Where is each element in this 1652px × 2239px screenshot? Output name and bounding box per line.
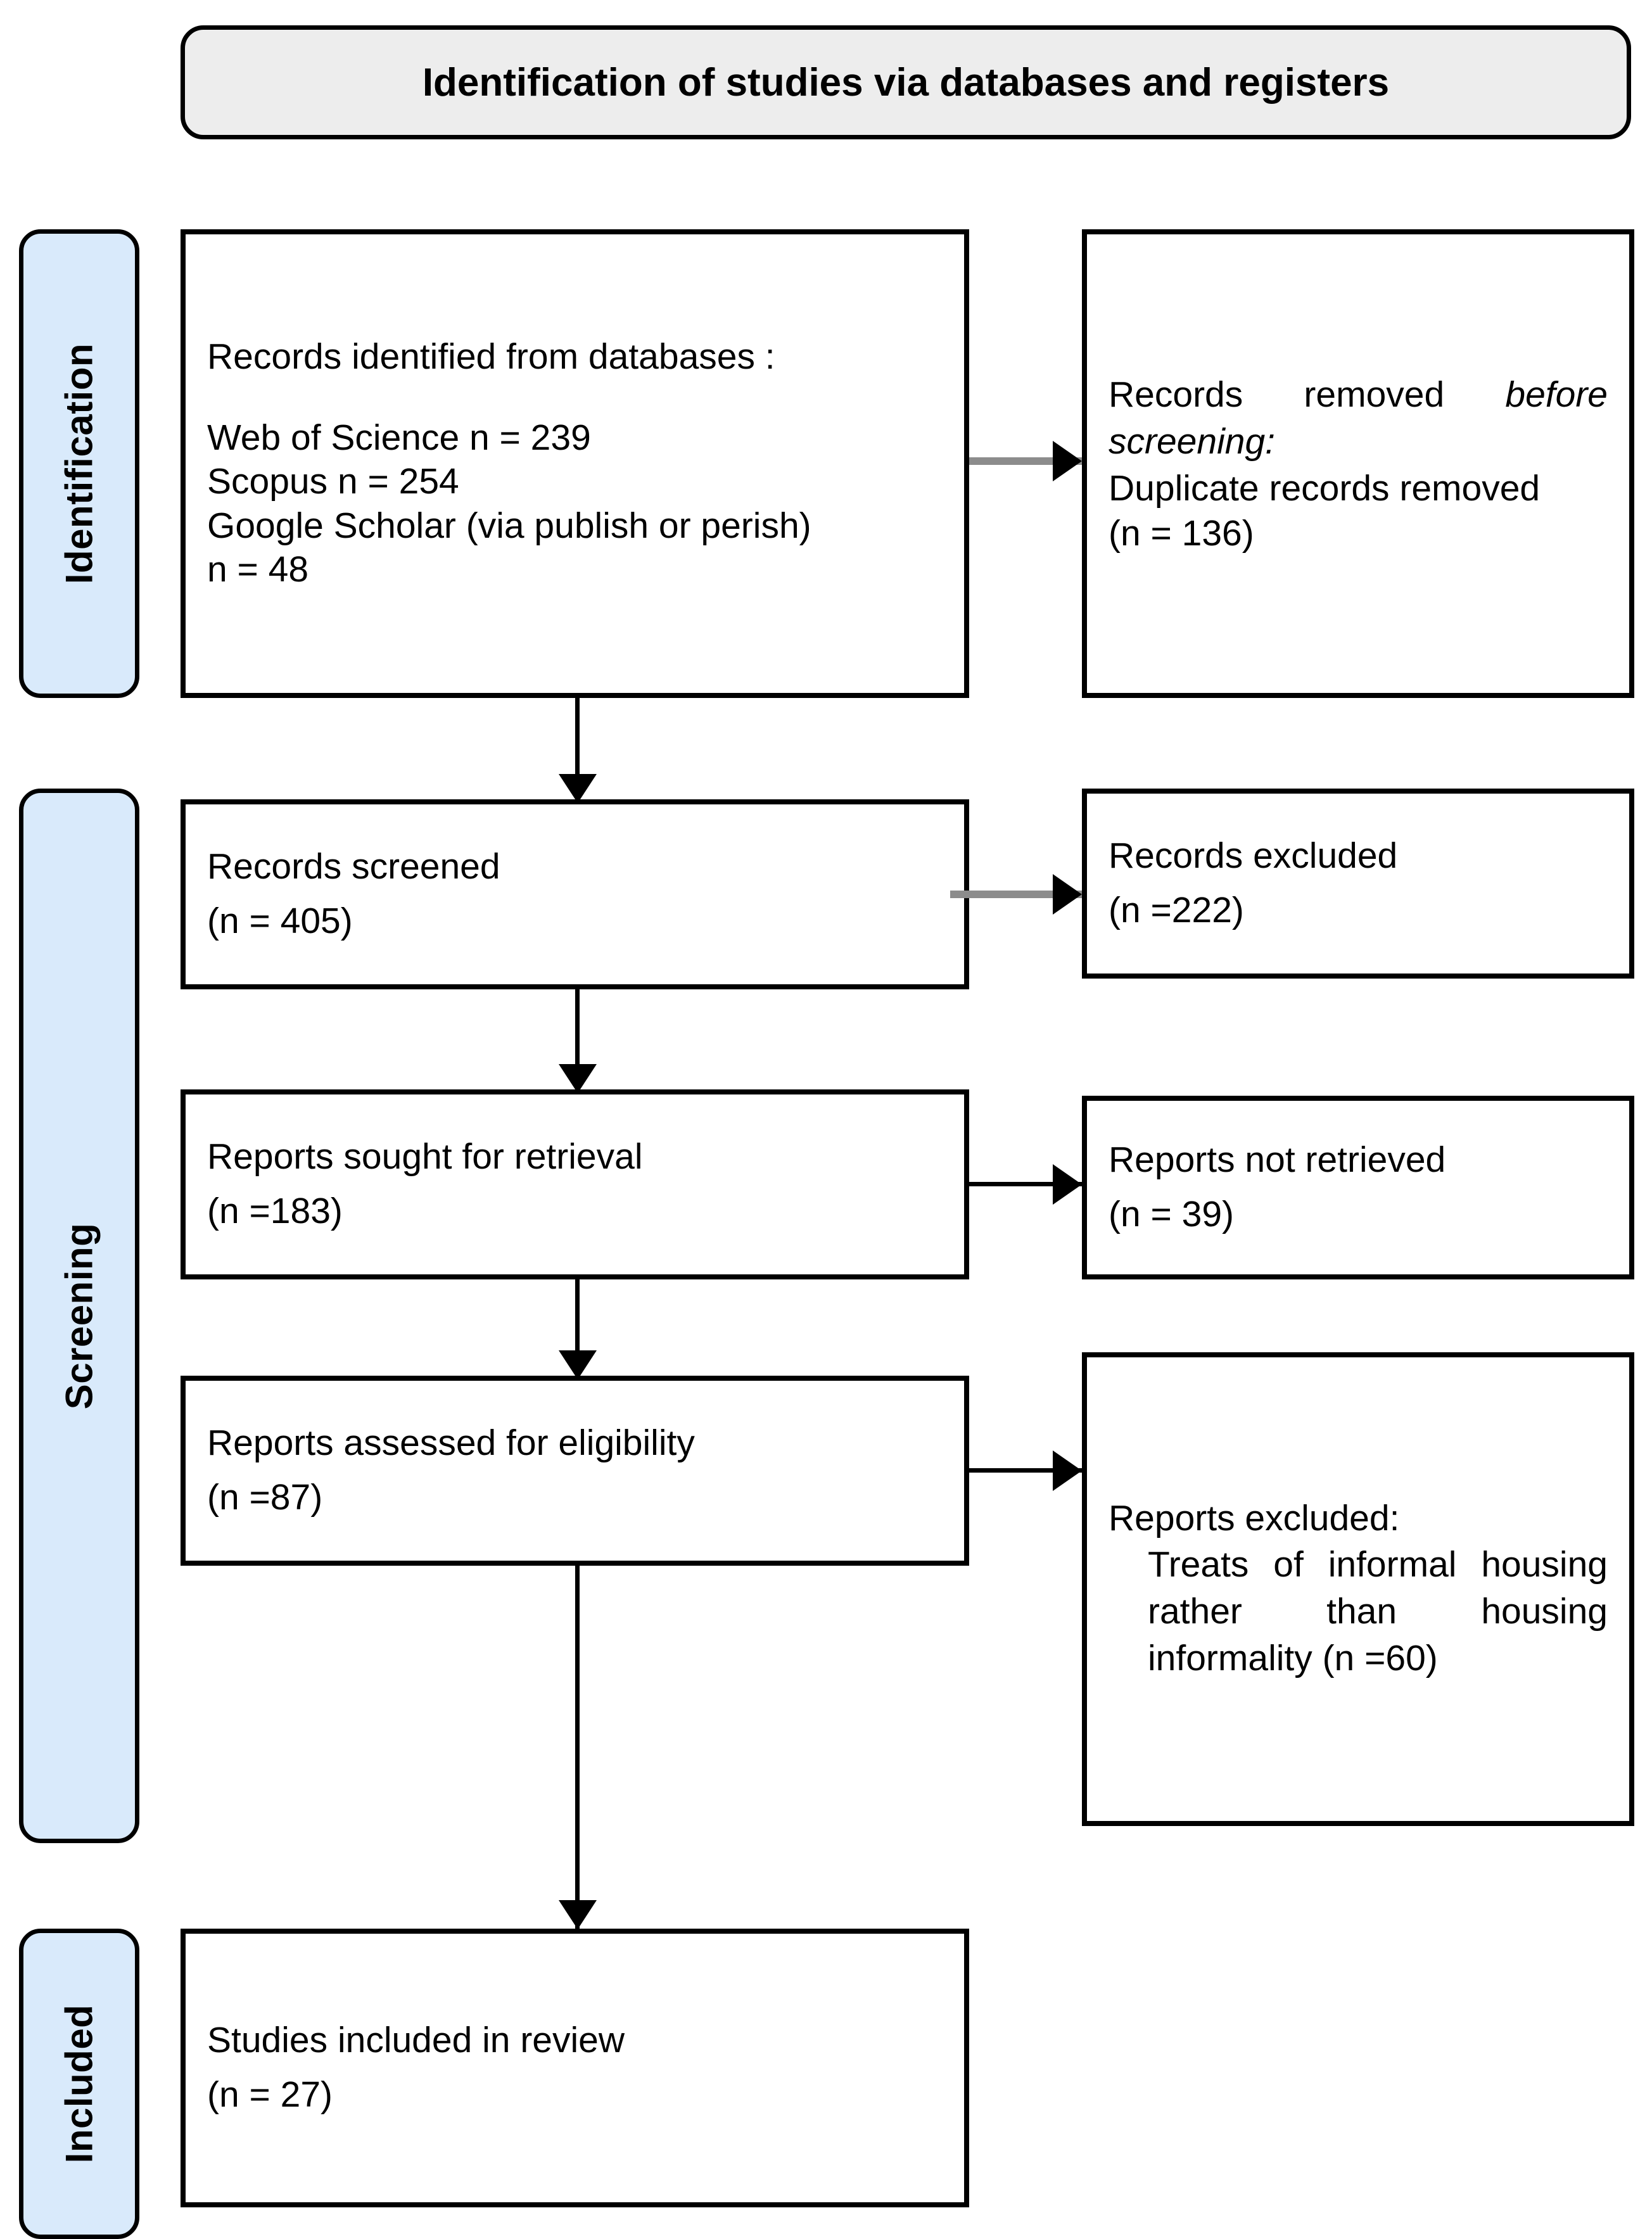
arrow-line-assessed-to-reports-excluded [969,1468,1083,1473]
box-records-screened: Records screened (n = 405) [181,799,969,989]
arrow-head-screened-to-excluded [1053,874,1082,915]
stage-bar-screening: Screening [19,789,139,1843]
box-records-excluded: Records excluded (n =222) [1082,789,1634,979]
records-screened-title: Records screened [207,846,500,887]
diagram-header-banner: Identification of studies via databases … [181,25,1631,139]
arrow-head-assessed-to-reports-excluded [1053,1450,1082,1491]
arrow-line-assessed-to-included [575,1566,580,1933]
reports-sought-count: (n =183) [207,1191,343,1231]
arrow-line-identified-to-screened [575,698,580,802]
records-identified-source-1: Web of Science n = 239 [207,417,591,458]
box-studies-included: Studies included in review (n = 27) [181,1929,969,2207]
records-screened-count: (n = 405) [207,901,353,941]
arrow-head-identified-to-removed [1053,441,1082,481]
reports-not-retrieved-count: (n = 39) [1109,1194,1235,1234]
arrow-line-sought-to-not-retrieved [969,1182,1083,1186]
records-removed-count: (n = 136) [1109,513,1254,554]
records-identified-source-4: n = 48 [207,549,309,590]
records-excluded-count: (n =222) [1109,890,1244,930]
reports-sought-title: Reports sought for retrieval [207,1136,643,1177]
records-identified-source-2: Scopus n = 254 [207,461,459,502]
diagram-title: Identification of studies via databases … [422,60,1390,105]
records-excluded-title: Records excluded [1109,835,1398,877]
studies-included-title: Studies included in review [207,2020,625,2061]
reports-excluded-title: Reports excluded: [1109,1498,1400,1539]
stage-label-identification: Identification [58,343,101,585]
reports-not-retrieved-title: Reports not retrieved [1109,1139,1446,1181]
records-removed-body: Duplicate records removed [1109,468,1541,509]
box-reports-assessed: Reports assessed for eligibility (n =87) [181,1376,969,1566]
box-reports-not-retrieved: Reports not retrieved (n = 39) [1082,1096,1634,1279]
records-removed-heading: Records removed before screening: [1109,371,1608,465]
reports-excluded-reason: Treats of informal housing rather than h… [1148,1544,1608,1678]
arrow-head-sought-to-not-retrieved [1053,1164,1082,1205]
studies-included-count: (n = 27) [207,2074,333,2115]
stage-bar-identification: Identification [19,229,139,698]
arrow-line-screened-to-excluded [950,891,1083,898]
box-reports-sought: Reports sought for retrieval (n =183) [181,1089,969,1279]
records-identified-title: Records identified from databases : [207,336,775,377]
reports-assessed-title: Reports assessed for eligibility [207,1423,695,1464]
arrow-head-assessed-to-included [559,1900,597,1929]
box-records-removed-before-screening: Records removed before screening: Duplic… [1082,229,1634,698]
arrow-head-screened-to-sought [559,1064,597,1093]
arrow-line-sought-to-assessed [575,1279,580,1384]
stage-label-screening: Screening [58,1222,101,1409]
records-removed-heading-italic: before screening: [1109,374,1608,462]
reports-assessed-count: (n =87) [207,1477,323,1518]
stage-label-included: Included [58,2004,101,2164]
stage-bar-included: Included [19,1929,139,2239]
box-reports-excluded: Reports excluded: Treats of informal hou… [1082,1352,1634,1826]
arrow-line-screened-to-sought [575,989,580,1094]
records-identified-source-3: Google Scholar (via publish or perish) [207,505,811,546]
records-removed-heading-lead: Records removed [1109,374,1506,415]
box-records-identified: Records identified from databases : Web … [181,229,969,698]
arrow-head-sought-to-assessed [559,1350,597,1380]
arrow-head-identified-to-screened [559,774,597,803]
